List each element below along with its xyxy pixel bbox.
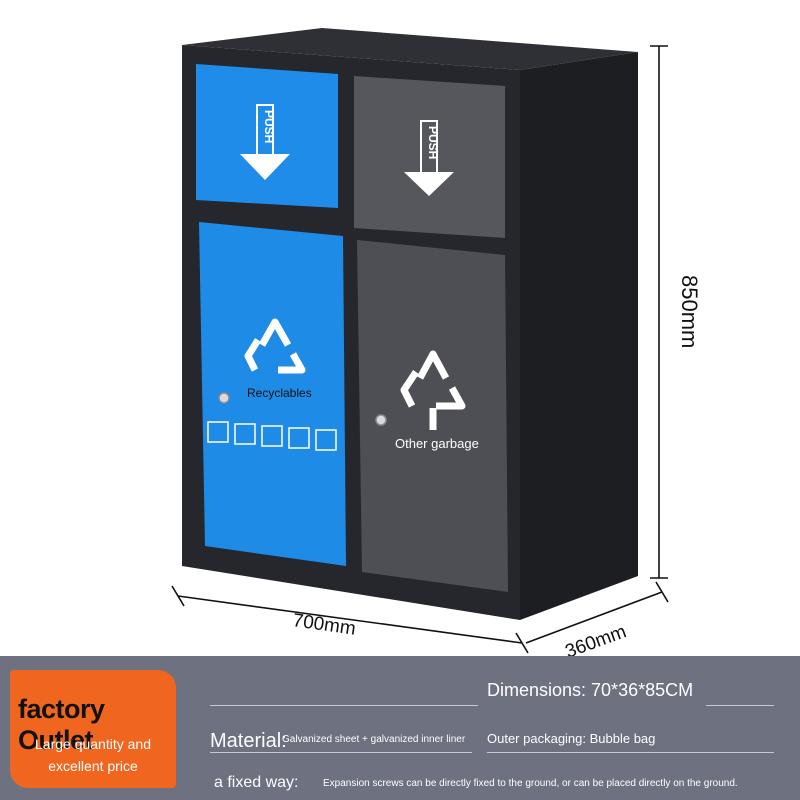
push-label-right: PUSH: [426, 126, 440, 159]
push-label-left: PUSH: [262, 110, 276, 143]
packaging-text: Outer packaging: Bubble bag: [487, 731, 656, 746]
dimensions-text: Dimensions: 70*36*85CM: [487, 680, 694, 700]
recycle-icon: [244, 318, 306, 374]
material-label: Material:: [210, 730, 287, 752]
category-icons: [207, 421, 337, 451]
dimension-depth: 360mm: [563, 621, 630, 656]
lock-icon: [375, 414, 387, 426]
bin-side: [520, 52, 638, 620]
badge-subtitle: Large quantity and excellent price: [18, 733, 168, 777]
divider: [210, 705, 478, 706]
push-arrow-icon: PUSH: [240, 104, 290, 180]
divider: [210, 752, 472, 753]
fixed-way-label: a fixed way:: [214, 774, 299, 791]
material-value: Galvanized sheet + galvanized inner line…: [282, 734, 466, 745]
dimension-width: 700mm: [291, 610, 357, 640]
recycle-icon: [400, 350, 466, 430]
badge-line-2: excellent price: [48, 758, 138, 774]
divider: [487, 752, 774, 753]
dimension-height: 850mm: [677, 275, 702, 348]
badge-line-1: Large quantity and: [35, 736, 151, 752]
label-recyclables: Recyclables: [247, 386, 312, 400]
divider: [706, 705, 774, 706]
fixed-way-value: Expansion screws can be directly fixed t…: [323, 778, 738, 789]
trash-bin-illustration: PUSH PUSH: [171, 28, 702, 656]
push-arrow-icon: PUSH: [404, 120, 454, 196]
lower-left-door: [199, 222, 346, 566]
dimension-lines: [171, 45, 669, 654]
bin-top: [182, 28, 638, 70]
factory-outlet-badge: [10, 670, 176, 788]
badge-title: factory Outlet: [18, 694, 105, 755]
label-other-garbage: Other garbage: [395, 436, 479, 451]
lock-icon: [218, 392, 230, 404]
